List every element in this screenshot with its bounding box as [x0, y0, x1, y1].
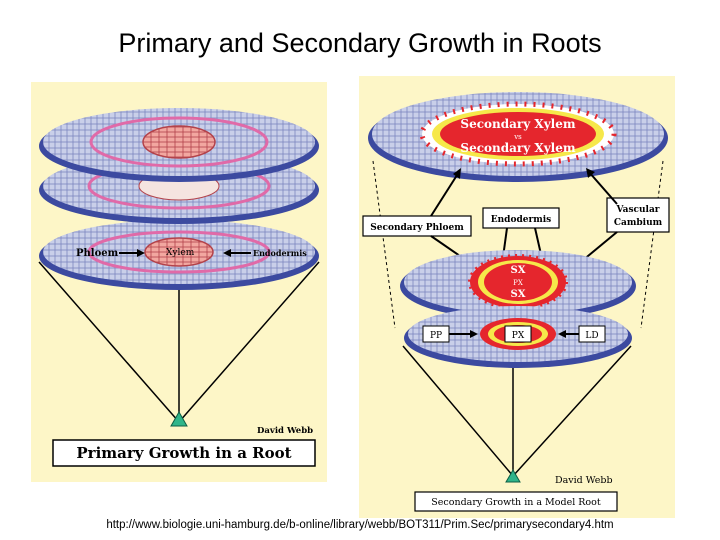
- secondary-credit: David Webb: [555, 475, 613, 486]
- primary-caption-box: [52, 439, 316, 467]
- dashed-guide-left: [372, 160, 396, 329]
- secondary-xylem-top-label: Secondary Xylem: [460, 117, 575, 131]
- label-px: PX: [512, 331, 525, 341]
- arrow-phloem-up: [430, 171, 460, 217]
- callout-endodermis: Endodermis: [491, 215, 551, 225]
- label-phloem: Phloem: [76, 248, 119, 259]
- middle-sx-top: SX: [511, 265, 526, 276]
- secondary-disc-top: [368, 92, 668, 182]
- label-ld: LD: [585, 331, 598, 341]
- phloem-arrowhead: [137, 249, 145, 257]
- label-endodermis: Endodermis: [253, 248, 307, 258]
- dashed-guide-right: [640, 160, 664, 329]
- primary-growth-diagram: Phloem Xylem Endodermis David Webb Prima…: [31, 82, 327, 482]
- secondary-disc-middle: [400, 250, 636, 320]
- primary-credit: David Webb: [257, 426, 313, 436]
- middle-sx-bottom: SX: [511, 289, 526, 300]
- callout-secondary-phloem: Secondary Phloem: [370, 223, 464, 233]
- endodermis-arrowhead: [223, 249, 231, 257]
- cone-line-left: [38, 261, 180, 423]
- cone-line-right: [512, 345, 632, 477]
- primary-disc-top: [39, 108, 319, 182]
- arrow-phloem-up-head: [453, 168, 461, 179]
- arrow-cambium-up-head: [586, 168, 595, 178]
- cone-line-left: [402, 345, 514, 477]
- label-xylem: Xylem: [166, 248, 195, 258]
- secondary-xylem-bottom-label: Secondary Xylem: [460, 141, 575, 155]
- pp-arrowhead: [470, 330, 478, 338]
- secondary-growth-diagram: Secondary Xylem vs Secondary Xylem Secon…: [359, 76, 675, 518]
- arrow-cambium-up: [588, 171, 618, 205]
- label-pp: PP: [430, 331, 442, 341]
- px-box: [504, 325, 532, 343]
- slide-title: Primary and Secondary Growth in Roots: [118, 28, 602, 58]
- source-url[interactable]: http://www.biologie.uni-hamburg.de/b-onl…: [106, 519, 614, 531]
- vs-label: vs: [513, 133, 522, 141]
- secondary-caption-box: [414, 491, 618, 512]
- middle-center: PX: [513, 279, 523, 287]
- primary-caption: Primary Growth in a Root: [76, 444, 291, 462]
- callout-endodermis-box: [482, 207, 560, 229]
- root-apex-icon: [505, 469, 521, 483]
- secondary-caption: Secondary Growth in a Model Root: [431, 497, 601, 508]
- ld-arrowhead: [558, 330, 566, 338]
- primary-disc-bottom: [39, 220, 319, 290]
- cone-line-right: [178, 261, 320, 423]
- callout-secondary-phloem-box: [362, 215, 472, 237]
- root-apex-icon: [170, 410, 188, 427]
